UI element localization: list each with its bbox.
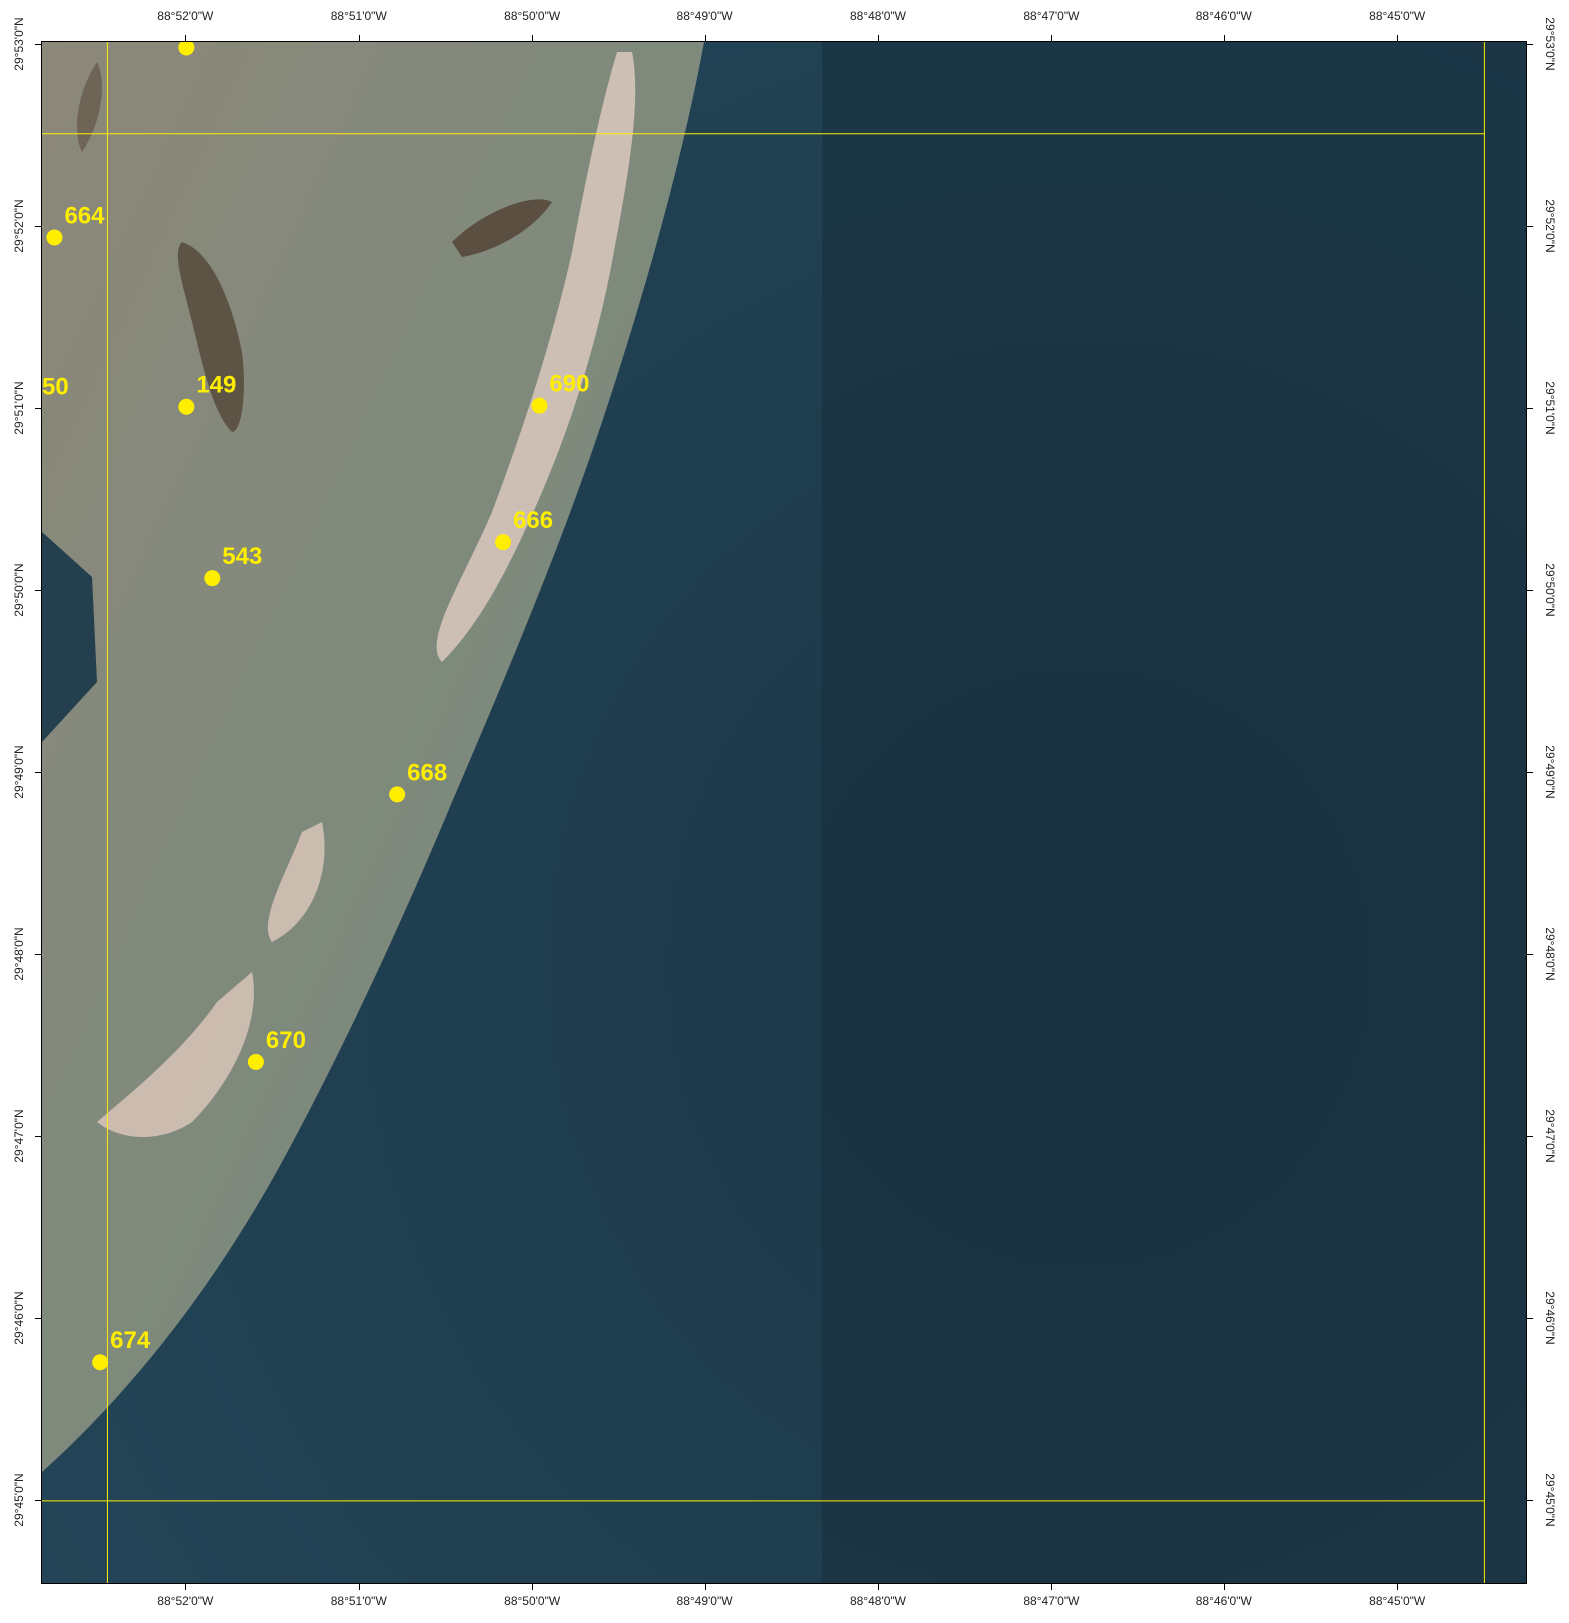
sample-point-label: 543	[222, 543, 262, 570]
longitude-label-top: 88°47'0"W	[1023, 9, 1080, 23]
longitude-tick-top	[1051, 35, 1053, 41]
latitude-label-right: 29°49'0"N	[1543, 744, 1557, 799]
longitude-label-top: 88°45'0"W	[1369, 9, 1426, 23]
latitude-label-left: 29°49'0"N	[12, 744, 26, 799]
longitude-label-top: 88°52'0"W	[157, 9, 214, 23]
latitude-label-left: 29°50'0"N	[12, 563, 26, 617]
marsh-island-north	[452, 199, 552, 257]
longitude-tick-bottom	[704, 1584, 706, 1590]
sample-point-label: 664	[64, 202, 105, 229]
sample-points-layer: 664 149 50 690 666 543 668 670 674	[42, 42, 589, 1371]
latitude-label-left: 29°45'0"N	[12, 1473, 26, 1527]
latitude-tick-right	[1527, 1136, 1533, 1138]
longitude-tick-bottom	[358, 1584, 360, 1590]
sample-point-marker[interactable]	[495, 534, 512, 551]
latitude-tick-left	[35, 407, 41, 409]
longitude-tick-bottom	[532, 1584, 534, 1590]
latitude-label-left: 29°48'0"N	[12, 927, 26, 981]
latitude-tick-right	[1527, 953, 1533, 955]
longitude-label-bottom: 88°52'0"W	[157, 1594, 214, 1608]
sample-point-marker[interactable]	[46, 229, 63, 246]
longitude-label-bottom: 88°46'0"W	[1195, 1594, 1252, 1608]
longitude-tick-top	[1397, 35, 1399, 41]
latitude-tick-right	[1527, 771, 1533, 773]
latitude-label-left: 29°53'0"N	[12, 17, 26, 71]
latitude-tick-left	[35, 590, 41, 592]
longitude-label-top: 88°51'0"W	[330, 9, 387, 23]
sample-point-marker[interactable]	[204, 570, 221, 587]
bay-dark-area	[42, 532, 97, 742]
latitude-label-right: 29°52'0"N	[1543, 198, 1557, 253]
sample-point-label: 149	[196, 372, 236, 399]
latitude-tick-left	[35, 1317, 41, 1319]
sample-point-label: 674	[110, 1327, 151, 1354]
longitude-tick-top	[532, 35, 534, 41]
latitude-label-left: 29°52'0"N	[12, 198, 26, 253]
latitude-label-right: 29°50'0"N	[1543, 563, 1557, 617]
latitude-tick-left	[35, 1136, 41, 1138]
sample-point-marker[interactable]	[389, 786, 406, 803]
latitude-label-right: 29°51'0"N	[1543, 381, 1557, 435]
sample-point-marker[interactable]	[92, 1354, 109, 1371]
sample-point-marker[interactable]	[178, 398, 195, 415]
latitude-label-right: 29°47'0"N	[1543, 1109, 1557, 1163]
longitude-tick-top	[185, 35, 187, 41]
longitude-label-bottom: 88°45'0"W	[1369, 1594, 1426, 1608]
marsh-island-west	[177, 242, 244, 432]
chandeleur-island-north	[436, 52, 636, 662]
latitude-tick-left	[35, 225, 41, 227]
longitude-tick-bottom	[877, 1584, 879, 1590]
longitude-label-top: 88°48'0"W	[849, 9, 906, 23]
latitude-tick-left	[35, 771, 41, 773]
longitude-tick-top	[877, 35, 879, 41]
longitude-label-bottom: 88°47'0"W	[1023, 1594, 1080, 1608]
longitude-label-top: 88°46'0"W	[1195, 9, 1252, 23]
longitude-label-bottom: 88°51'0"W	[330, 1594, 387, 1608]
latitude-label-right: 29°48'0"N	[1543, 927, 1557, 981]
latitude-tick-right	[1527, 1317, 1533, 1319]
map-frame[interactable]: 664 149 50 690 666 543 668 670 674	[41, 41, 1527, 1584]
latitude-tick-right	[1527, 225, 1533, 227]
satellite-image[interactable]: 664 149 50 690 666 543 668 670 674	[42, 42, 1527, 1584]
latitude-tick-right	[1527, 407, 1533, 409]
latitude-tick-left	[35, 1499, 41, 1501]
chandeleur-island-mid	[267, 822, 325, 942]
longitude-tick-bottom	[1051, 1584, 1053, 1590]
sample-point-marker[interactable]	[531, 397, 548, 414]
sample-point-label: 668	[407, 759, 447, 786]
sample-point-marker[interactable]	[247, 1053, 264, 1070]
latitude-label-left: 29°47'0"N	[12, 1109, 26, 1163]
latitude-tick-right	[1527, 1499, 1533, 1501]
longitude-label-top: 88°49'0"W	[676, 9, 733, 23]
longitude-tick-bottom	[1397, 1584, 1399, 1590]
latitude-tick-left	[35, 44, 41, 46]
latitude-tick-right	[1527, 44, 1533, 46]
sample-point-marker[interactable]	[178, 42, 195, 56]
latitude-label-right: 29°53'0"N	[1543, 17, 1557, 71]
longitude-tick-top	[358, 35, 360, 41]
latitude-tick-left	[35, 953, 41, 955]
chandeleur-island-south	[97, 972, 254, 1137]
water-darker-area	[822, 42, 1526, 1583]
island-northwest	[77, 62, 102, 152]
longitude-tick-top	[1223, 35, 1225, 41]
latitude-label-left: 29°46'0"N	[12, 1290, 26, 1345]
longitude-label-top: 88°50'0"W	[504, 9, 561, 23]
longitude-label-bottom: 88°48'0"W	[849, 1594, 906, 1608]
latitude-label-left: 29°51'0"N	[12, 381, 26, 435]
longitude-label-bottom: 88°50'0"W	[504, 1594, 561, 1608]
longitude-tick-bottom	[1223, 1584, 1225, 1590]
sample-point-label: 670	[266, 1027, 306, 1054]
sample-point-label: 690	[549, 371, 589, 398]
longitude-tick-top	[704, 35, 706, 41]
latitude-label-right: 29°45'0"N	[1543, 1473, 1557, 1527]
latitude-tick-right	[1527, 590, 1533, 592]
latitude-label-right: 29°46'0"N	[1543, 1290, 1557, 1345]
longitude-tick-bottom	[185, 1584, 187, 1590]
sample-point-label: 50	[42, 374, 69, 401]
sample-point-label: 666	[513, 507, 553, 534]
longitude-label-bottom: 88°49'0"W	[676, 1594, 733, 1608]
